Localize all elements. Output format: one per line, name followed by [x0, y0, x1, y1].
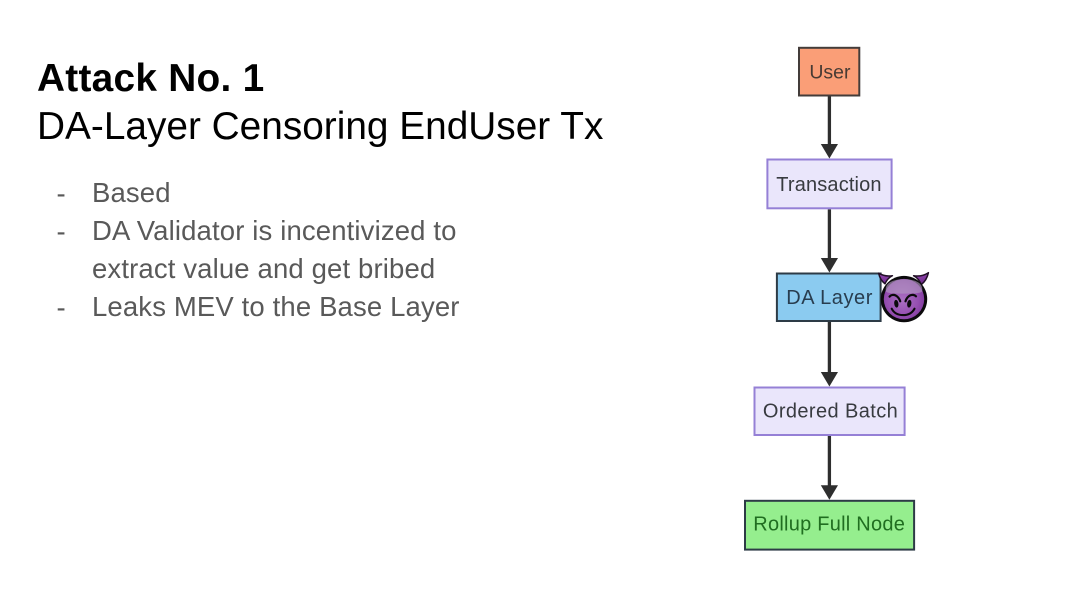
svg-text:Rollup Full Node: Rollup Full Node — [753, 514, 905, 536]
svg-text:Ordered Batch: Ordered Batch — [763, 401, 898, 423]
svg-text:Transaction: Transaction — [776, 174, 881, 196]
svg-text:User: User — [809, 61, 851, 83]
svg-text:DA Layer: DA Layer — [786, 287, 873, 309]
